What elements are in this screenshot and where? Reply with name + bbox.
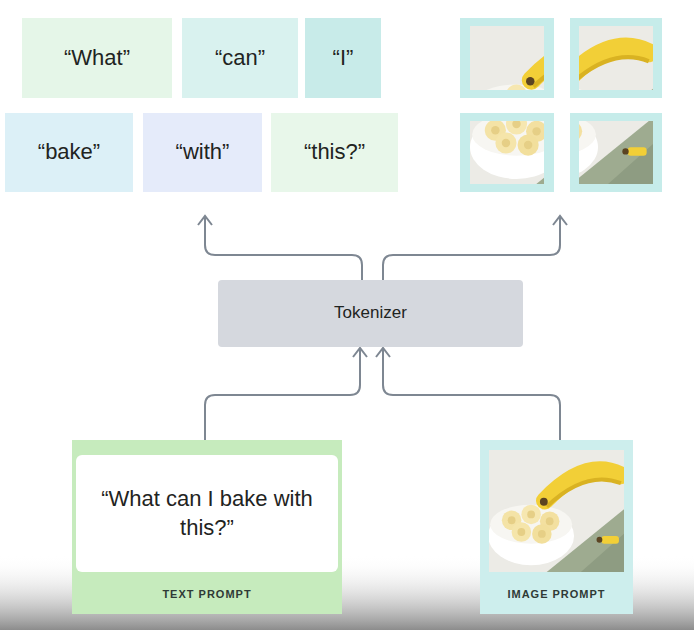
- image-prompt-picture: [489, 450, 624, 572]
- node-label: “this?”: [304, 138, 365, 167]
- image-patch: [505, 54, 653, 186]
- text-token: “What”: [22, 18, 172, 98]
- input-arrow: [205, 348, 367, 440]
- node-label: Tokenizer: [334, 302, 407, 324]
- image-prompt-panel: IMAGE PROMPT: [480, 440, 633, 614]
- node-label: “I”: [333, 44, 354, 73]
- panel-label: IMAGE PROMPT: [480, 587, 633, 601]
- node-label: “What”: [64, 44, 130, 73]
- text-token: “I”: [305, 18, 381, 98]
- prompt-text-box: “What can I bake with this?”: [76, 455, 338, 572]
- arrow-head: [198, 216, 212, 225]
- connector-line: [383, 348, 560, 440]
- input-arrow: [376, 348, 560, 440]
- tokenizer-box: Tokenizer: [218, 280, 523, 347]
- node-label: “can”: [215, 44, 265, 73]
- output-arrow: [205, 217, 362, 280]
- text-token: “bake”: [5, 113, 133, 192]
- connector-line: [205, 348, 360, 440]
- arrow-head: [553, 216, 567, 225]
- text-prompt-panel: TEXT PROMPT “What can I bake with this?”: [72, 440, 342, 614]
- node-label: “What can I bake with this?”: [96, 485, 318, 542]
- text-token: “can”: [182, 18, 298, 98]
- arrow-head: [353, 348, 367, 357]
- node-label: “bake”: [38, 138, 100, 167]
- arrow-head: [376, 348, 390, 357]
- text-token: “this?”: [271, 113, 398, 192]
- text-token: “with”: [143, 113, 262, 192]
- output-arrow: [383, 217, 560, 280]
- node-label: “with”: [176, 138, 230, 167]
- panel-label: TEXT PROMPT: [72, 587, 342, 601]
